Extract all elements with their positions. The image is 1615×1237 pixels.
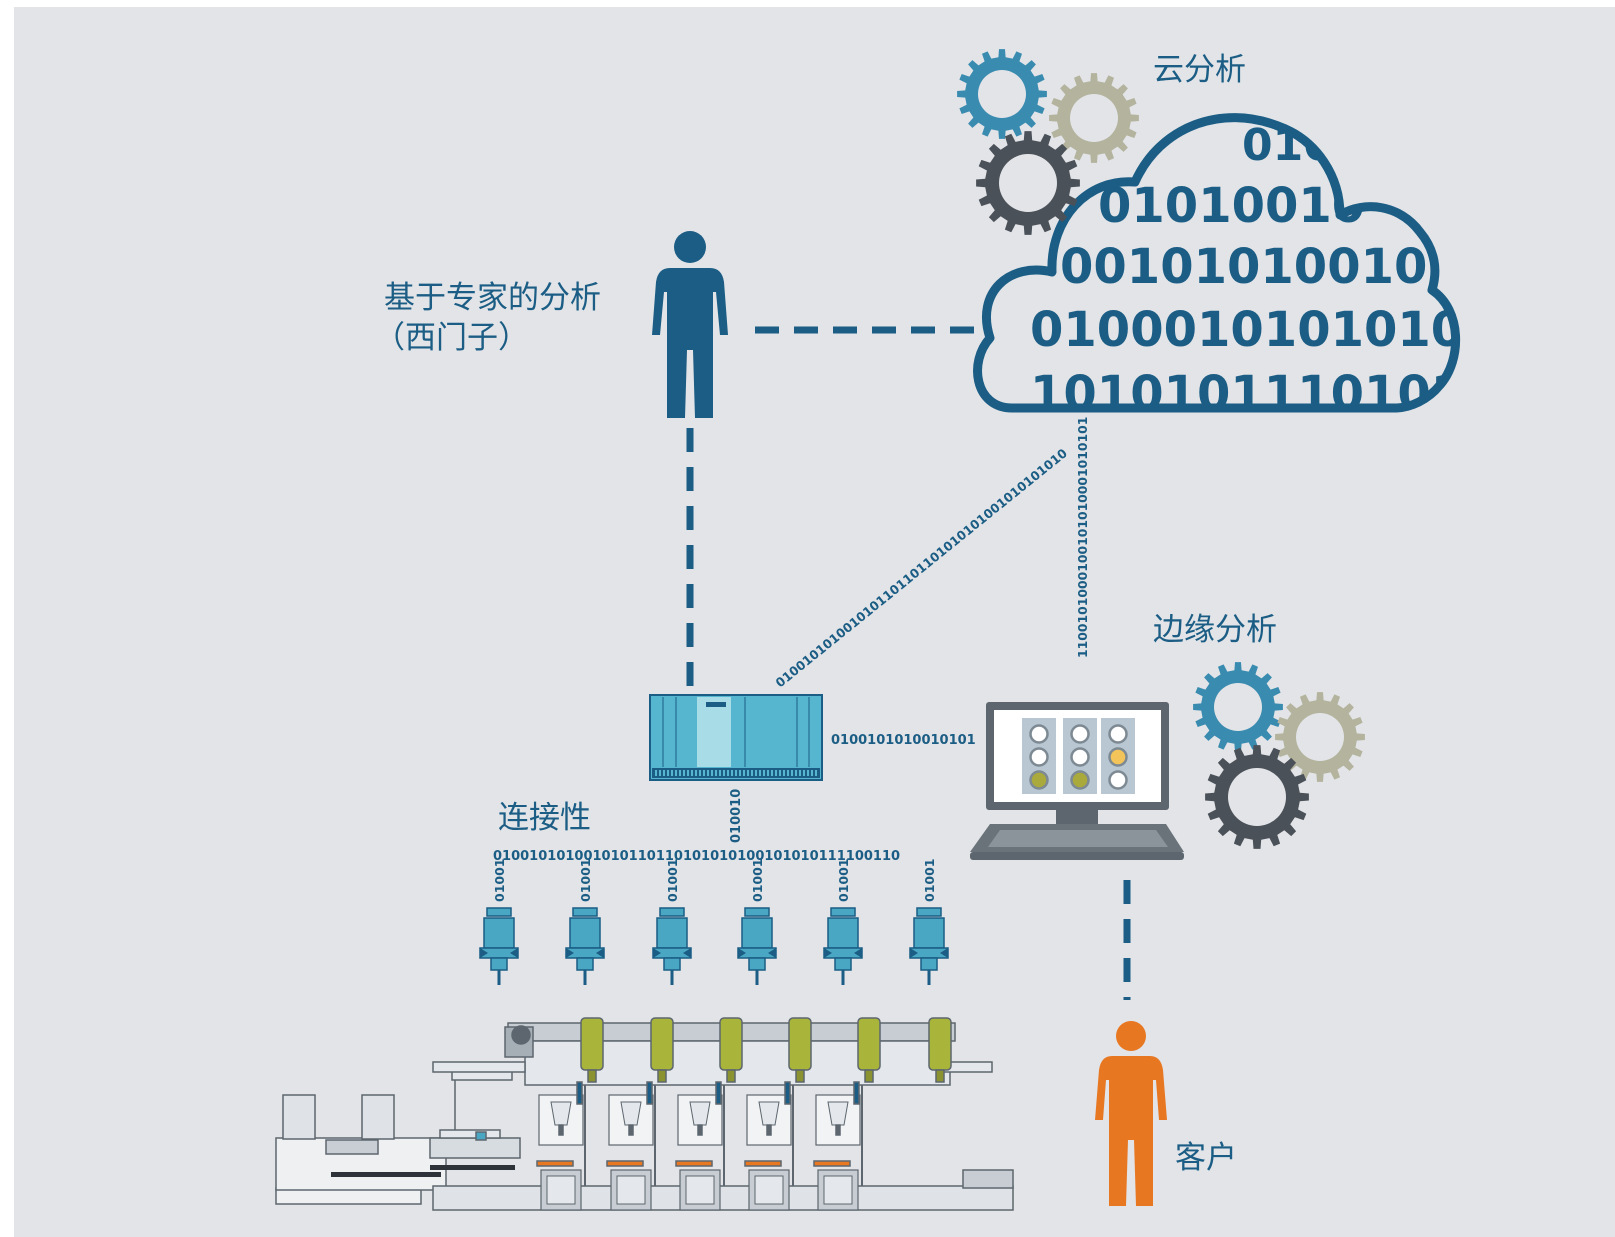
person-icon: [652, 231, 728, 418]
station: [606, 1017, 674, 1211]
gear-icon: [976, 131, 1080, 235]
plc-icon: [649, 694, 823, 781]
expert-analytics-sublabel: （西门子）: [374, 320, 529, 356]
sensor-icon: 01001: [909, 859, 949, 985]
cloud-binary-row-5: 1010101110101011: [1030, 366, 1564, 422]
sensor-icon: 01001: [652, 859, 692, 985]
gear-icon: [1193, 662, 1283, 752]
plc-down-binary: 010010: [729, 789, 744, 843]
sensor-icon: 01001: [565, 859, 605, 985]
edge-analytics-label: 边缘分析: [1153, 612, 1277, 648]
sensor-icon: 01001: [823, 859, 863, 985]
sensor-binary: 01001: [922, 859, 937, 903]
station: [744, 1017, 812, 1211]
customer-label: 客户: [1175, 1140, 1237, 1176]
gear-icon: [1049, 73, 1139, 163]
cloud-binary-row-3: 0010101001010: [1060, 239, 1494, 295]
cloud-icon: 010 01010010 0010101001010 0100010101010…: [973, 113, 1564, 422]
gear-cluster: [957, 49, 1365, 849]
station: [813, 1017, 881, 1211]
sensor-icon: 01001: [737, 859, 777, 985]
cloud-binary-row-4: 010001010101010: [1030, 302, 1531, 358]
sensor-icon: 01001: [479, 859, 519, 985]
connection-lines: [686, 326, 1131, 1000]
station: [928, 1017, 952, 1083]
vertical-binary-stream: 1100101000100101010001010101: [1075, 417, 1090, 658]
sensor-binary: 01001: [492, 859, 507, 903]
gear-icon: [957, 49, 1047, 139]
sensor-binary: 01001: [836, 859, 851, 903]
station: [675, 1017, 743, 1211]
sensor-row: 01001 01001 01001 01001 01001 01001: [479, 859, 949, 985]
computer-icon: [970, 702, 1184, 860]
connectivity-label: 连接性: [498, 800, 591, 836]
customer-person-icon: [1095, 1021, 1167, 1206]
sensor-binary: 01001: [750, 859, 765, 903]
plc-to-pc-binary: 0100101010010101: [831, 733, 976, 748]
cloud-binary-row-2: 01010010: [1098, 178, 1365, 234]
machine-icon: [275, 1017, 1014, 1211]
expert-analytics-label: 基于专家的分析: [384, 280, 601, 316]
gear-icon: [1205, 745, 1309, 849]
gear-icon: [1275, 692, 1365, 782]
station: [536, 1017, 604, 1211]
diagonal-binary-stream: 0100101010010101101101101010101001010101…: [772, 445, 1070, 690]
cloud-analytics-label: 云分析: [1153, 52, 1246, 88]
sensor-binary: 01001: [665, 859, 680, 903]
sensor-binary: 01001: [578, 859, 593, 903]
sensor-bus-binary: 0100101010010101101101010101001010101111…: [493, 849, 900, 864]
